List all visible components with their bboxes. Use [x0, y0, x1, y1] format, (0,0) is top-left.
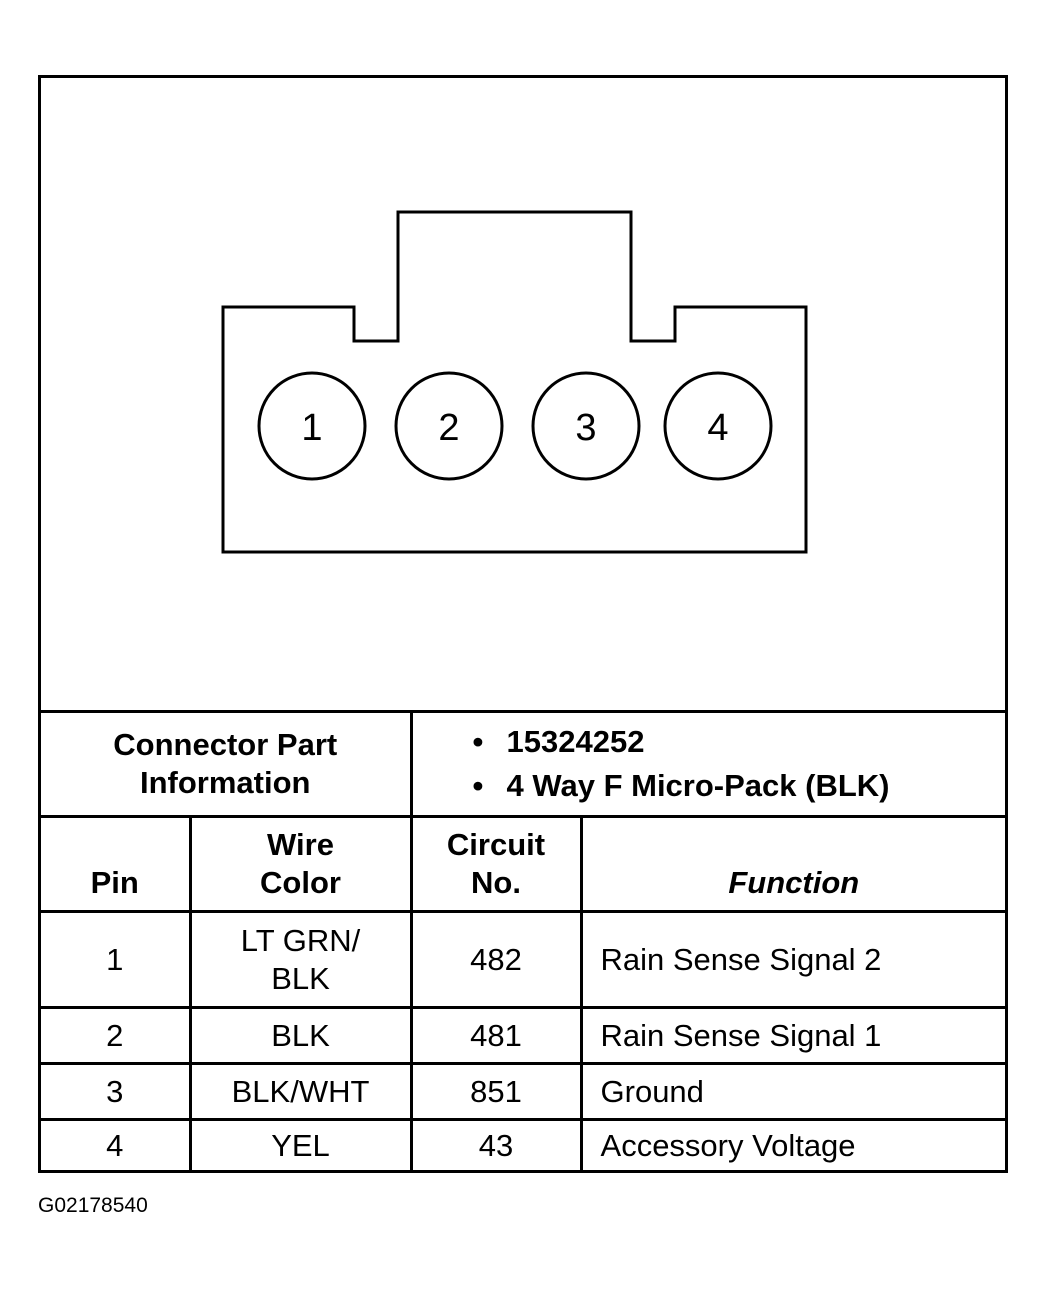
cell-wire-color: BLK	[188, 1006, 413, 1065]
connector-diagram: 1 2 3 4	[41, 78, 1005, 710]
part-info-label-line1: Connector Part	[113, 727, 338, 762]
table-row: 4 YEL 43 Accessory Voltage	[41, 1118, 1006, 1172]
cell-wire-color: YEL	[188, 1118, 413, 1172]
pin-label-3: 3	[575, 407, 596, 449]
header-circuit-line1: Circuit	[446, 827, 546, 862]
pin-label-4: 4	[707, 407, 728, 449]
header-wire-color-line2: Color	[260, 865, 341, 900]
header-function: Function	[579, 815, 1006, 913]
figure-id: G02178540	[38, 1194, 148, 1217]
cell-circuit: 43	[409, 1118, 583, 1172]
part-info-label: Connector Part Information	[41, 710, 413, 818]
header-pin: Pin	[41, 815, 192, 913]
part-number: • 15324252	[473, 720, 1006, 764]
pin-cavity-1: 1	[257, 371, 367, 481]
bullet-icon: •	[472, 768, 484, 803]
cell-circuit: 481	[409, 1006, 583, 1065]
pinout-table: Connector Part Information • 15324252 • 4 …	[41, 710, 1006, 1172]
diagram-frame: 1 2 3 4 Connector Part	[38, 75, 1008, 1173]
header-wire-color-line1: Wire	[267, 827, 334, 862]
header-circuit-line2: No.	[471, 865, 521, 900]
part-info-label-line2: Information	[140, 765, 311, 800]
connector-face-svg: 1 2 3 4	[221, 210, 808, 554]
part-number-text: 15324252	[506, 724, 645, 759]
part-description-text: 4 Way F Micro-Pack (BLK)	[506, 768, 890, 803]
cell-pin: 4	[41, 1118, 192, 1172]
cell-wire-color-line2: BLK	[271, 960, 330, 996]
table-row: 3 BLK/WHT 851 Ground	[41, 1062, 1006, 1121]
table-row: 1 LT GRN/ BLK 482 Rain Sense Signal 2	[41, 910, 1006, 1009]
pin-cavity-3: 3	[531, 371, 641, 481]
cell-pin: 1	[41, 910, 192, 1009]
cell-wire-color: LT GRN/ BLK	[188, 910, 413, 1009]
pin-label-1: 1	[301, 407, 322, 449]
cell-circuit: 851	[409, 1062, 583, 1121]
cell-wire-color-line1: LT GRN/	[240, 922, 361, 958]
cell-wire-color: BLK/WHT	[188, 1062, 413, 1121]
cell-pin: 2	[41, 1006, 192, 1065]
cell-circuit: 482	[409, 910, 583, 1009]
pin-label-2: 2	[438, 407, 459, 449]
cell-pin: 3	[41, 1062, 192, 1121]
table-row: 2 BLK 481 Rain Sense Signal 1	[41, 1006, 1006, 1065]
part-info-values: • 15324252 • 4 Way F Micro-Pack (BLK)	[409, 710, 1006, 818]
pin-cavity-4: 4	[663, 371, 773, 481]
cell-function: Rain Sense Signal 2	[579, 910, 1006, 1009]
cell-function: Rain Sense Signal 1	[579, 1006, 1006, 1065]
header-circuit: Circuit No.	[409, 815, 583, 913]
bullet-icon: •	[472, 724, 484, 759]
pin-cavity-2: 2	[394, 371, 504, 481]
cell-function: Accessory Voltage	[579, 1118, 1006, 1172]
header-wire-color: Wire Color	[188, 815, 413, 913]
cell-function: Ground	[579, 1062, 1006, 1121]
header-row: Pin Wire Color Circuit No. Function	[41, 815, 1006, 913]
part-info-row: Connector Part Information • 15324252 • 4 …	[41, 710, 1006, 818]
part-description: • 4 Way F Micro-Pack (BLK)	[473, 764, 1006, 808]
connector-body-outline	[221, 210, 808, 554]
